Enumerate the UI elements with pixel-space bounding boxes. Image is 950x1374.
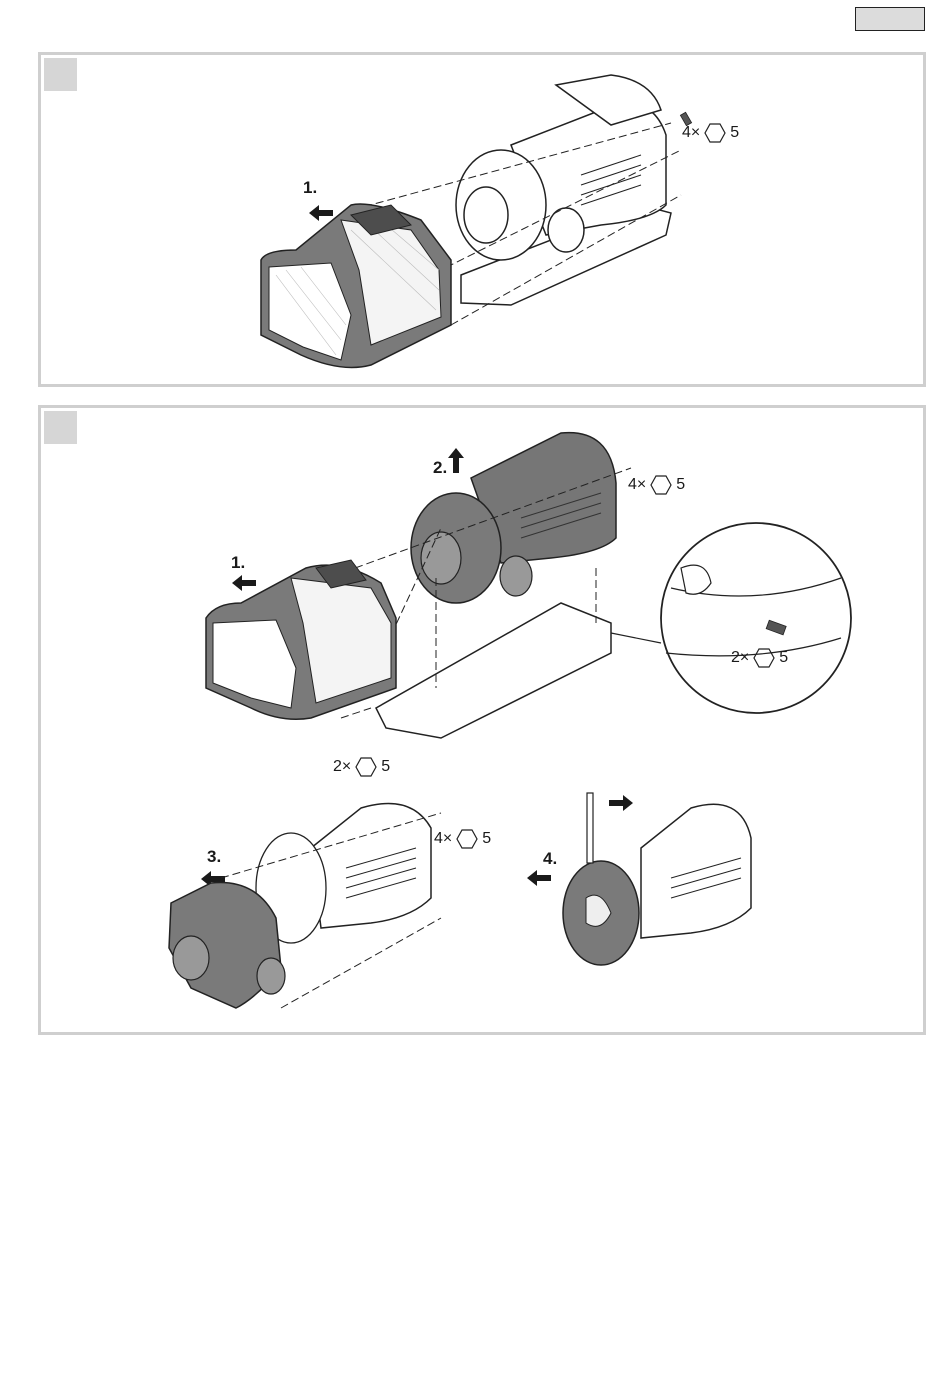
inlet-port	[464, 187, 508, 243]
direction-arrow-icon	[527, 870, 551, 886]
screw-quantity: 2× 5	[731, 648, 788, 668]
direction-arrow-icon	[609, 795, 633, 811]
direction-arrow-icon	[232, 575, 256, 591]
pump-disassembly-illustration	[41, 408, 923, 1032]
screwdriver-tool	[587, 793, 593, 863]
outlet-port	[548, 208, 584, 252]
screw-qty-text: 4×	[682, 124, 700, 142]
hex-socket-icon	[753, 648, 775, 668]
screw-qty-text: 2×	[333, 758, 351, 776]
screw-quantity: 4× 5	[682, 123, 739, 143]
direction-arrow-icon	[448, 448, 464, 473]
step-1-label: 1.	[231, 553, 245, 573]
detail-magnifier	[661, 523, 851, 713]
screw-qty-text: 2×	[731, 649, 749, 667]
hex-socket-icon	[456, 829, 478, 849]
step-3-label: 3.	[207, 847, 221, 867]
step-1-label: 1.	[303, 178, 317, 198]
step-panel-2: 1. 2. 3. 4. 4× 5 2× 5 2× 5 4× 5	[38, 405, 926, 1035]
hex-socket-icon	[355, 757, 377, 777]
hex-socket-icon	[650, 475, 672, 495]
screw-size-text: 5	[482, 830, 491, 848]
screw-size-text: 5	[730, 124, 739, 142]
screw-quantity: 4× 5	[434, 829, 491, 849]
screw-size-text: 5	[381, 758, 390, 776]
pump-filter-removal-illustration	[41, 55, 923, 384]
outlet-port	[257, 958, 285, 994]
screw-quantity: 4× 5	[628, 475, 685, 495]
hex-socket-icon	[704, 123, 726, 143]
screw-size-text: 5	[676, 476, 685, 494]
direction-arrow-icon	[309, 205, 333, 221]
step-4-label: 4.	[543, 849, 557, 869]
screw-qty-text: 4×	[434, 830, 452, 848]
motor-housing	[311, 804, 431, 929]
screw-qty-text: 4×	[628, 476, 646, 494]
step-2-label: 2.	[433, 458, 447, 478]
detail-callout-line	[611, 633, 661, 643]
inlet-port	[173, 936, 209, 980]
pump-base-plate	[376, 603, 611, 738]
step-panel-1: 1. 4× 5	[38, 52, 926, 387]
screw-size-text: 5	[779, 649, 788, 667]
outlet-port	[500, 556, 532, 596]
page-corner-tab	[855, 7, 925, 31]
screw-quantity: 2× 5	[333, 757, 390, 777]
